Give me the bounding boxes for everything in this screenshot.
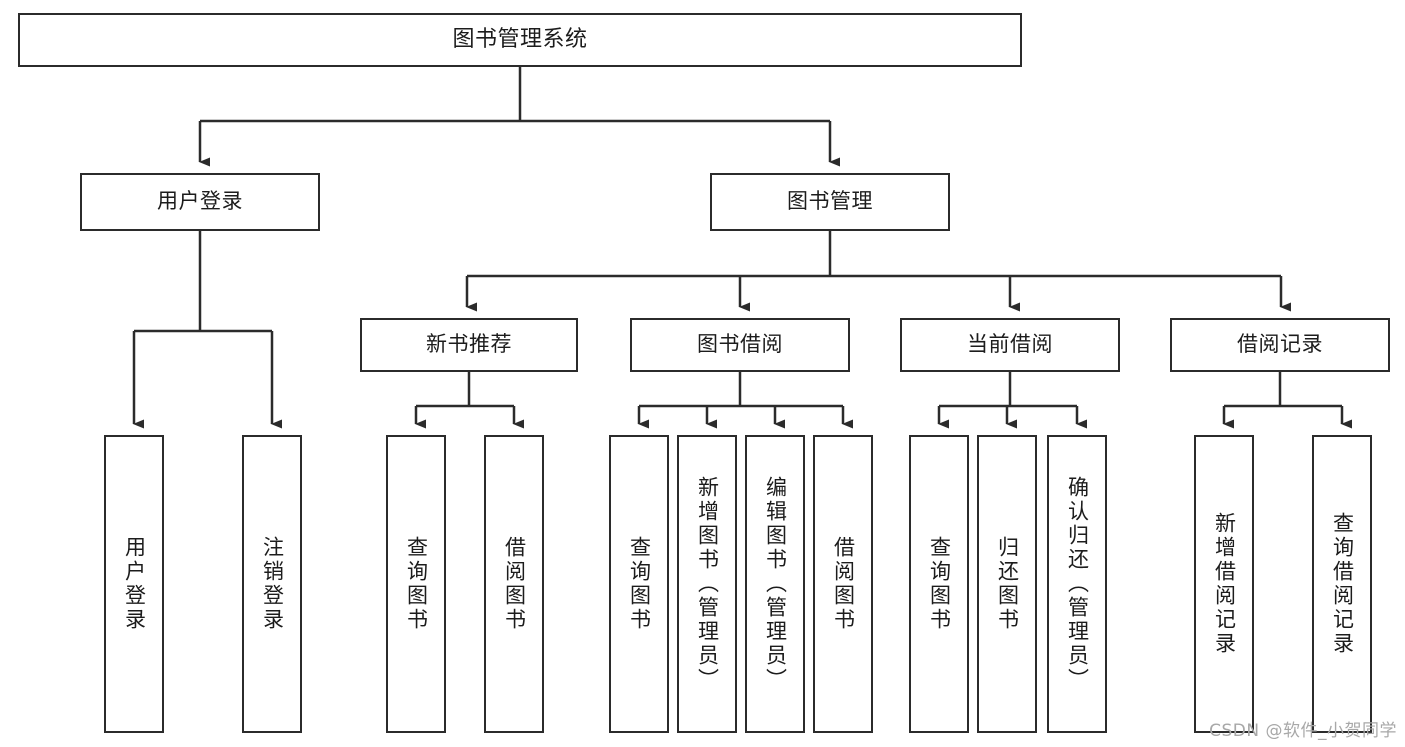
node-new-book-rec[interactable]: 新书推荐: [360, 318, 578, 372]
node-leaf-br-query-label: 查询借阅记录: [1330, 512, 1355, 656]
node-leaf-user-logout-label: 注销登录: [260, 536, 285, 632]
node-leaf-bb-add-label: 新增图书（管理员）: [695, 476, 720, 692]
node-leaf-bb-edit-label: 编辑图书（管理员）: [763, 476, 788, 692]
node-user-login-label: 用户登录: [157, 189, 243, 214]
node-leaf-br-query[interactable]: 查询借阅记录: [1312, 435, 1372, 733]
node-leaf-bb-query[interactable]: 查询图书: [609, 435, 669, 733]
node-current-borrow[interactable]: 当前借阅: [900, 318, 1120, 372]
node-user-login[interactable]: 用户登录: [80, 173, 320, 231]
node-leaf-bb-query-label: 查询图书: [627, 536, 652, 632]
node-borrow-record-label: 借阅记录: [1237, 332, 1323, 357]
node-book-borrow-label: 图书借阅: [697, 332, 783, 357]
node-book-manage[interactable]: 图书管理: [710, 173, 950, 231]
node-leaf-user-login[interactable]: 用户登录: [104, 435, 164, 733]
node-leaf-bb-borrow[interactable]: 借阅图书: [813, 435, 873, 733]
node-leaf-user-login-label: 用户登录: [122, 536, 147, 632]
node-borrow-record[interactable]: 借阅记录: [1170, 318, 1390, 372]
node-leaf-bb-add[interactable]: 新增图书（管理员）: [677, 435, 737, 733]
node-book-borrow[interactable]: 图书借阅: [630, 318, 850, 372]
node-leaf-rec-query-label: 查询图书: [404, 536, 429, 632]
node-new-book-rec-label: 新书推荐: [426, 332, 512, 357]
node-leaf-rec-borrow[interactable]: 借阅图书: [484, 435, 544, 733]
node-book-manage-label: 图书管理: [787, 189, 873, 214]
node-leaf-cb-confirm[interactable]: 确认归还（管理员）: [1047, 435, 1107, 733]
node-leaf-user-logout[interactable]: 注销登录: [242, 435, 302, 733]
node-leaf-rec-borrow-label: 借阅图书: [502, 536, 527, 632]
node-leaf-cb-confirm-label: 确认归还（管理员）: [1065, 476, 1090, 692]
node-leaf-cb-query-label: 查询图书: [927, 536, 952, 632]
node-root-label: 图书管理系统: [452, 26, 588, 52]
node-leaf-cb-query[interactable]: 查询图书: [909, 435, 969, 733]
node-leaf-rec-query[interactable]: 查询图书: [386, 435, 446, 733]
node-leaf-bb-borrow-label: 借阅图书: [831, 536, 856, 632]
node-leaf-br-add[interactable]: 新增借阅记录: [1194, 435, 1254, 733]
node-leaf-cb-return-label: 归还图书: [995, 536, 1020, 632]
node-leaf-cb-return[interactable]: 归还图书: [977, 435, 1037, 733]
node-leaf-br-add-label: 新增借阅记录: [1212, 512, 1237, 656]
node-leaf-bb-edit[interactable]: 编辑图书（管理员）: [745, 435, 805, 733]
node-root[interactable]: 图书管理系统: [18, 13, 1022, 67]
watermark-text: CSDN @软件_小贺同学: [1209, 721, 1397, 741]
node-current-borrow-label: 当前借阅: [967, 332, 1053, 357]
